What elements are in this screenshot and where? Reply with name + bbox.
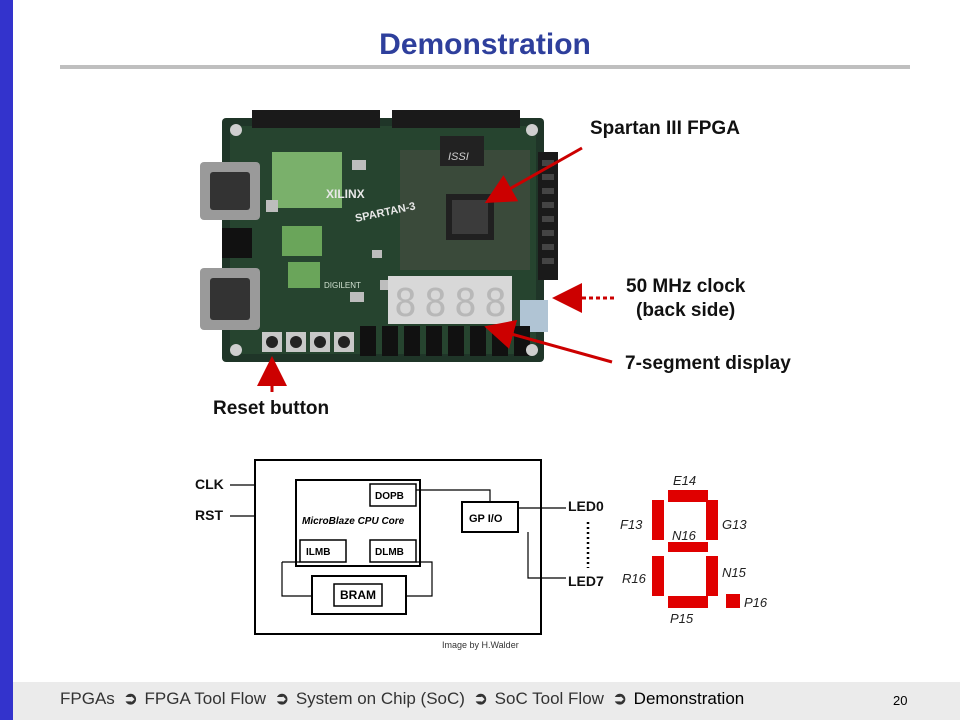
- pin-middle: N16: [672, 528, 696, 543]
- ilmb-label: ILMB: [306, 547, 330, 558]
- bram-label: BRAM: [340, 588, 376, 602]
- crumb-soc: System on Chip (SoC): [295, 689, 465, 708]
- pin-lower-left: R16: [622, 571, 646, 586]
- crumb-arrow-icon: ➲: [123, 689, 138, 708]
- clk-label: CLK: [195, 476, 224, 492]
- issi-memory-chip: [440, 136, 484, 166]
- digit-1: 8: [394, 281, 417, 325]
- seg-upper-left: [652, 500, 664, 540]
- issi-logo-text: ISSI: [448, 151, 469, 163]
- top-header-right: [392, 110, 520, 128]
- gpio-box: [461, 501, 519, 533]
- seg-middle: [668, 542, 708, 552]
- pin-dot: P16: [744, 595, 768, 610]
- image-credit: Image by H.Walder: [442, 640, 519, 650]
- breadcrumb: FPGAs ➲ FPGA Tool Flow ➲ System on Chip …: [60, 689, 746, 709]
- reset-callout: Reset button: [213, 398, 330, 419]
- clock-callout-line1: 50 MHz clock: [626, 276, 746, 297]
- pin-bottom: P15: [670, 611, 694, 626]
- crumb-fpga-tool-flow: FPGA Tool Flow: [144, 689, 267, 708]
- xilinx-logo-text: XILINX: [326, 187, 365, 201]
- crumb-soc-tool-flow: SoC Tool Flow: [494, 689, 604, 708]
- title-underline: [60, 65, 910, 69]
- crumb-demonstration: Demonstration: [633, 689, 745, 708]
- seg-top: [668, 490, 708, 502]
- dopb-box: [369, 483, 417, 507]
- footer-bar: [13, 682, 960, 720]
- dlmb-box: [369, 539, 417, 563]
- pin-top: E14: [673, 473, 697, 488]
- seg-dot: [726, 594, 740, 608]
- crumb-arrow-icon: ➲: [274, 689, 290, 708]
- seven-seg-callout: 7-segment display: [625, 353, 791, 374]
- slide-title: Demonstration: [379, 28, 591, 61]
- push-buttons: [262, 332, 354, 352]
- led7-label: LED7: [568, 573, 604, 589]
- page-number: 20: [893, 693, 908, 708]
- bram-box: [311, 575, 407, 615]
- digit-4: 8: [484, 281, 507, 325]
- digit-2: 8: [424, 281, 447, 325]
- pin-upper-left: F13: [620, 517, 643, 532]
- seg-lower-left: [652, 556, 664, 596]
- segment-schematic: [652, 490, 740, 608]
- left-accent-bar: [0, 0, 13, 720]
- fpga-arrow: [484, 146, 583, 203]
- digit-3: 8: [454, 281, 477, 325]
- cpu-core-label: MicroBlaze CPU Core: [302, 516, 405, 527]
- seven-seg-arrow: [484, 319, 613, 364]
- xilinx-module: [272, 152, 342, 208]
- gpio-label: GP I/O: [469, 513, 503, 525]
- seg-lower-right: [706, 556, 718, 596]
- crumb-arrow-icon: ➲: [473, 689, 488, 708]
- top-header-left: [252, 110, 380, 128]
- crumb-fpgas: FPGAs: [60, 689, 115, 708]
- ilmb-box: [299, 539, 347, 563]
- pin-upper-right: G13: [722, 517, 747, 532]
- digilent-logo-text: DIGILENT: [324, 281, 361, 290]
- dopb-label: DOPB: [375, 491, 404, 502]
- crumb-arrow-icon: ➲: [612, 689, 627, 708]
- board-seven-segment: [388, 276, 512, 324]
- seg-upper-right: [706, 500, 718, 540]
- pin-lower-right: N15: [722, 565, 746, 580]
- rst-label: RST: [195, 507, 223, 523]
- dlmb-label: DLMB: [375, 547, 404, 558]
- fpga-callout: Spartan III FPGA: [590, 118, 740, 139]
- seg-bottom: [668, 596, 708, 608]
- clock-callout-line2: (back side): [636, 300, 736, 321]
- led0-label: LED0: [568, 498, 604, 514]
